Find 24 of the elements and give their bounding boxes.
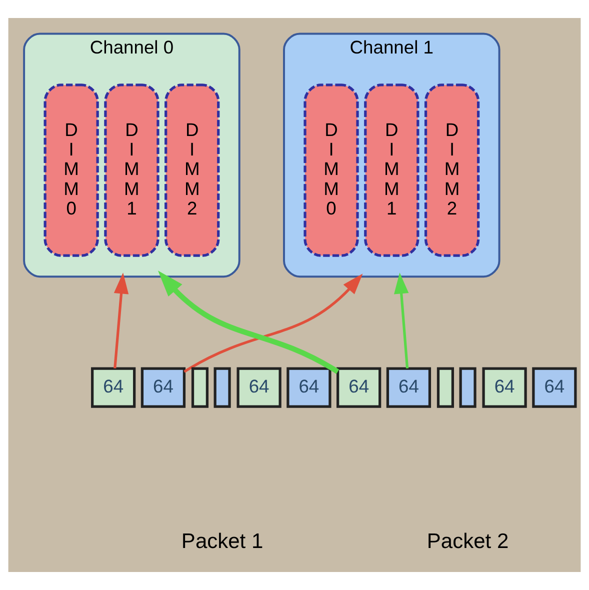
node-box: 64 (336, 367, 382, 408)
node-box: 64 (91, 367, 136, 408)
label: Packet 2 (426, 530, 509, 554)
node-box: D I M M 2 (424, 84, 480, 257)
node-box (436, 367, 454, 408)
node-box: 64 (532, 367, 577, 408)
node-box: 64 (140, 367, 186, 408)
node-box (191, 367, 209, 408)
arrow (114, 272, 129, 368)
arrow (394, 272, 409, 368)
node-box: D I M M 1 (104, 84, 160, 257)
node-box (214, 367, 231, 408)
node-box: 64 (286, 367, 332, 408)
node-box: 64 (386, 367, 432, 408)
node-box: D I M M 0 (304, 84, 359, 257)
label: Packet 1 (181, 530, 264, 554)
node-box: D I M M 0 (44, 84, 99, 257)
node-box: 64 (236, 367, 282, 408)
node-box: D I M M 2 (164, 84, 220, 257)
node-box: 64 (482, 367, 527, 408)
arrow (158, 270, 340, 374)
node-box (459, 367, 476, 408)
arrow (184, 274, 363, 373)
node-box: D I M M 1 (364, 84, 420, 257)
